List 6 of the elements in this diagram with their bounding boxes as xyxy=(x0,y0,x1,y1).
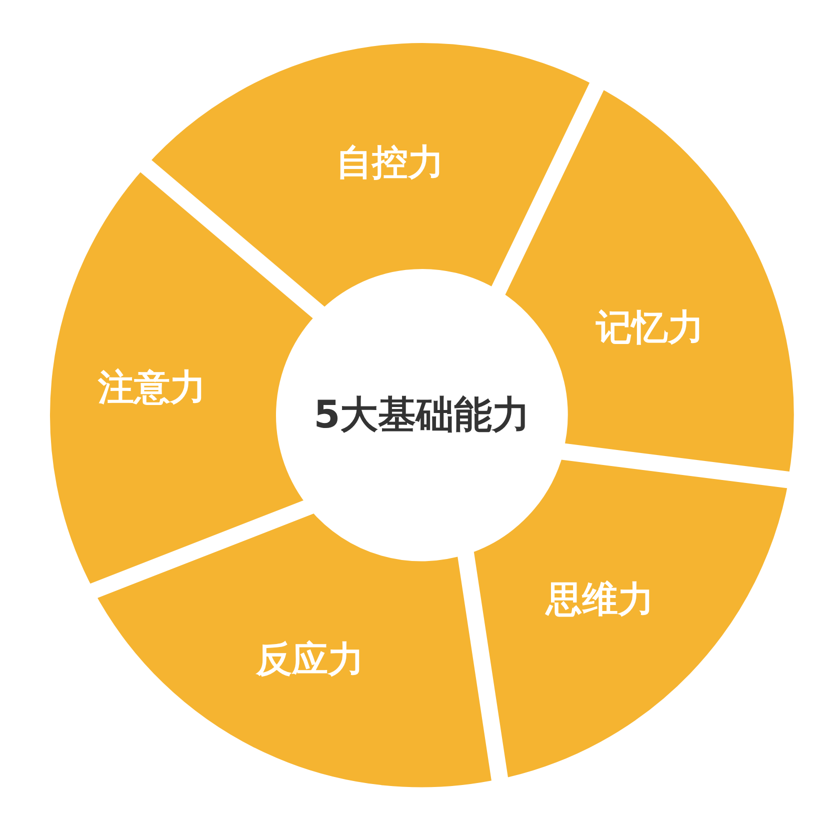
segment-label: 记忆力 xyxy=(596,306,704,350)
segment-label: 反应力 xyxy=(256,638,364,682)
segment-label: 思维力 xyxy=(546,578,654,622)
center-title: 5大基础能力 xyxy=(314,392,530,438)
segment-label: 注意力 xyxy=(98,366,206,410)
segment-label: 自控力 xyxy=(336,141,444,186)
